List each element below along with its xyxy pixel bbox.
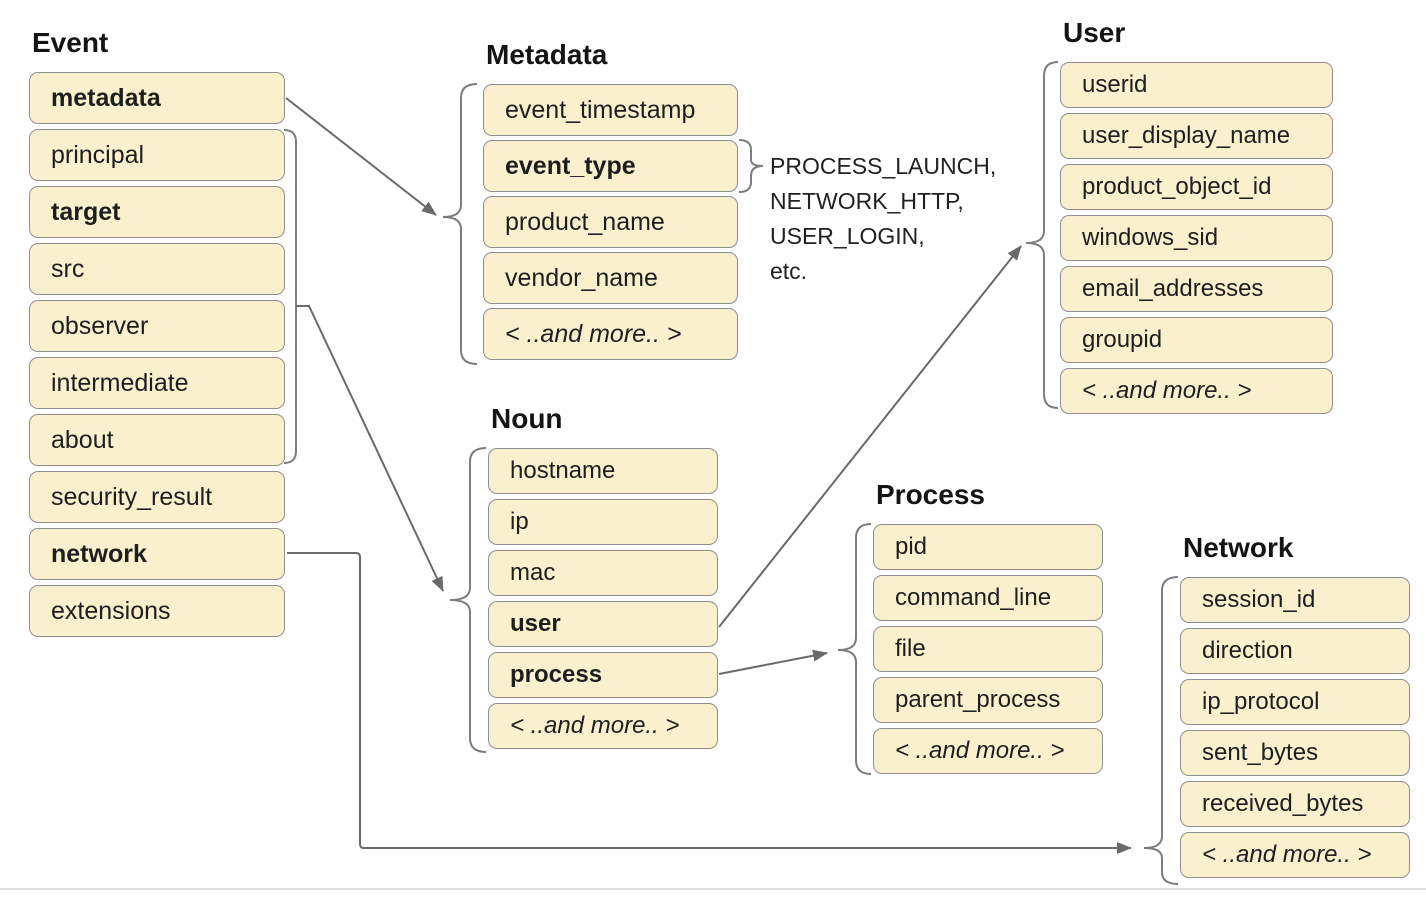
brace-network-group (1143, 576, 1179, 885)
field-target: target (29, 186, 285, 238)
brace-event-type-values (738, 139, 764, 193)
field-intermediate: intermediate (29, 357, 285, 409)
field-metadata: metadata (29, 72, 285, 124)
group-user-fields: userid user_display_name product_object_… (1060, 62, 1333, 414)
group-metadata-fields: event_timestamp event_type product_name … (483, 84, 738, 360)
field-security-result: security_result (29, 471, 285, 523)
field-network: network (29, 528, 285, 580)
field-ip: ip (488, 499, 718, 545)
group-process-fields: pid command_line file parent_process < .… (873, 524, 1103, 774)
field-user-display-name: user_display_name (1060, 113, 1333, 159)
brace-user-group (1025, 61, 1059, 409)
field-extensions: extensions (29, 585, 285, 637)
field-user: user (488, 601, 718, 647)
group-event-fields: metadata principal target src observer i… (29, 72, 285, 637)
brace-noun-group (449, 447, 487, 753)
group-network: Network session_id direction ip_protocol… (1180, 532, 1410, 878)
group-noun-fields: hostname ip mac user process < ..and mor… (488, 448, 718, 749)
group-user: User userid user_display_name product_ob… (1060, 17, 1333, 414)
field-pid: pid (873, 524, 1103, 570)
field-src: src (29, 243, 285, 295)
arrow-metadata-to-metadata-group (285, 97, 437, 216)
field-sent-bytes: sent_bytes (1180, 730, 1410, 776)
field-session-id: session_id (1180, 577, 1410, 623)
group-noun: Noun hostname ip mac user process < ..an… (488, 403, 718, 749)
event-type-example-line: etc. (770, 258, 808, 284)
brace-process-group (837, 523, 872, 775)
event-type-example-line: PROCESS_LAUNCH, (770, 153, 997, 179)
field-parent-process: parent_process (873, 677, 1103, 723)
arrow-process-to-process-group (718, 649, 828, 675)
field-product-name: product_name (483, 196, 738, 248)
group-event: Event metadata principal target src obse… (29, 27, 285, 637)
field-mac: mac (488, 550, 718, 596)
event-type-example-line: USER_LOGIN, (770, 223, 925, 249)
event-type-example-line: NETWORK_HTTP, (770, 188, 964, 214)
field-network-and-more: < ..and more.. > (1180, 832, 1410, 878)
field-process: process (488, 652, 718, 698)
brace-metadata-group (442, 83, 478, 365)
field-process-and-more: < ..and more.. > (873, 728, 1103, 774)
field-groupid: groupid (1060, 317, 1333, 363)
bracket-event-nouns (283, 129, 297, 464)
field-windows-sid: windows_sid (1060, 215, 1333, 261)
group-metadata: Metadata event_timestamp event_type prod… (483, 39, 738, 360)
group-title-process: Process (876, 479, 985, 510)
field-direction: direction (1180, 628, 1410, 674)
group-title-network: Network (1183, 532, 1294, 563)
group-network-fields: session_id direction ip_protocol sent_by… (1180, 577, 1410, 878)
field-ip-protocol: ip_protocol (1180, 679, 1410, 725)
field-noun-and-more: < ..and more.. > (488, 703, 718, 749)
field-received-bytes: received_bytes (1180, 781, 1410, 827)
field-event-timestamp: event_timestamp (483, 84, 738, 136)
field-product-object-id: product_object_id (1060, 164, 1333, 210)
field-metadata-and-more: < ..and more.. > (483, 308, 738, 360)
field-about: about (29, 414, 285, 466)
group-process: Process pid command_line file parent_pro… (873, 479, 1103, 774)
group-title-user: User (1063, 17, 1126, 48)
field-hostname: hostname (488, 448, 718, 494)
page-divider (0, 888, 1426, 890)
field-vendor-name: vendor_name (483, 252, 738, 304)
field-observer: observer (29, 300, 285, 352)
field-event-type: event_type (483, 140, 738, 192)
field-file: file (873, 626, 1103, 672)
field-user-and-more: < ..and more.. > (1060, 368, 1333, 414)
arrow-event-nouns-to-noun (296, 305, 444, 592)
field-command-line: command_line (873, 575, 1103, 621)
group-title-metadata: Metadata (486, 39, 608, 70)
event-type-examples: PROCESS_LAUNCH, NETWORK_HTTP, USER_LOGIN… (770, 149, 996, 289)
group-title-noun: Noun (491, 403, 563, 434)
field-principal: principal (29, 129, 285, 181)
field-userid: userid (1060, 62, 1333, 108)
group-title-event: Event (32, 27, 109, 58)
field-email-addresses: email_addresses (1060, 266, 1333, 312)
